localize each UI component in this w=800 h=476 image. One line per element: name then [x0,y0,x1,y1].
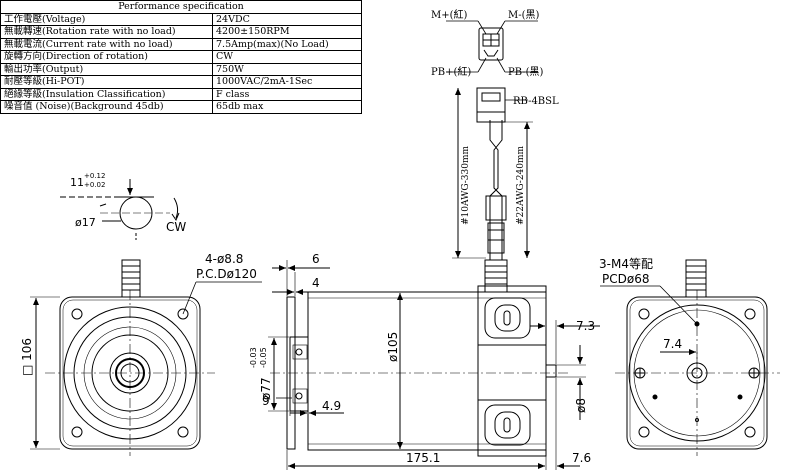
connector-part-label: RB-4BSL [513,96,559,107]
spec-table: Performance specification 工作電壓(Voltage)2… [0,0,362,114]
spec-row: 噪音值 (Noise)(Background 45db)65db max [0,100,362,114]
spec-label: 耐壓等級(Hi-POT) [0,75,213,89]
dim-4: 4 [312,276,320,290]
mount-hole [177,426,189,438]
mount-hole [71,308,83,320]
spec-row: 耐壓等級(Hi-POT)1000VAC/2mA-1Sec [0,75,362,89]
cw-rotation-arrow [173,197,179,219]
m-plus-label: M+(紅) [431,9,468,21]
dim-9: 9 [262,394,270,408]
brush-holder-bottom [484,404,531,446]
shaft-diameter-label: ø17 [75,216,96,229]
spec-label: 無載電流(Current rate with no load) [0,37,213,51]
spec-value: 750W [212,62,362,76]
spec-label: 工作電壓(Voltage) [0,12,213,26]
square-size-label: □ 106 [20,338,34,376]
dim-77-tol-lower: -0.05 [259,347,268,368]
tolerance-upper: +0.12 [84,172,105,180]
spec-value: 7.5Amp(max)(No Load) [212,37,362,51]
spec-row: 輸出功率(Output)750W [0,62,362,76]
spec-label: 無載轉速(Rotation rate with no load) [0,25,213,39]
dim-7-6: 7.6 [572,451,591,465]
side-connector-nub [484,259,508,293]
wire-brake-label: #22AWG-240mm [516,146,526,225]
tolerance-base: 11 [70,176,84,189]
brush-holder-top [484,297,531,339]
thread-label: 3-M4等配 [599,257,653,271]
m-minus-label: M-(黑) [508,9,540,21]
connector-plug [478,27,504,61]
spec-label: 輸出功率(Output) [0,62,213,76]
connector-housing [476,87,506,123]
shaft-detail [60,179,180,240]
rear-pcd-label: PCDø68 [602,272,649,286]
cable-bundle [489,120,503,260]
mount-hole [71,426,83,438]
dim-4-9: 4.9 [322,399,341,413]
dim-175: 175.1 [406,451,440,465]
spec-value: 65db max [212,100,362,114]
dim-77: ø77 [259,377,273,400]
holes-label: 4-ø8.8 [205,252,243,266]
spec-row: 工作電壓(Voltage)24VDC [0,12,362,26]
dim-77-tol-upper: -0.03 [249,347,258,368]
spec-title: Performance specification [0,0,362,14]
mount-hole [177,308,189,320]
side-end-cap [477,285,547,457]
spec-label: 旋轉方向(Direction of rotation) [0,50,213,64]
spec-row: 絕緣等級(Insulation Classification)F class [0,87,362,101]
dim-7-3: 7.3 [576,319,595,333]
pb-minus-label: PB-(黑) [508,66,544,78]
spec-label: 絕緣等級(Insulation Classification) [0,87,213,101]
side-view [268,20,600,470]
rotation-label: CW [166,220,186,234]
spec-row: 旋轉方向(Direction of rotation)CW [0,50,362,64]
pb-plus-label: PB+(紅) [431,66,471,78]
dim-8: ø8 [574,398,588,413]
front-view [30,259,262,456]
spec-value: F class [212,87,362,101]
wire-power-label: #10AWG-330mm [461,146,471,225]
spec-row: 無載電流(Current rate with no load)7.5Amp(ma… [0,37,362,51]
dim-6: 6 [312,252,320,266]
spec-value: 1000VAC/2mA-1Sec [212,75,362,89]
spec-label: 噪音值 (Noise)(Background 45db) [0,100,213,114]
pcd-label: P.C.Dø120 [196,267,257,281]
spec-value: 24VDC [212,12,362,26]
dim-105: ø105 [386,332,400,362]
spec-row: 無載轉速(Rotation rate with no load)4200±150… [0,25,362,39]
dim-7-4: 7.4 [663,337,682,351]
tolerance-lower: +0.02 [84,181,105,189]
spec-value: CW [212,50,362,64]
rear-shaft [545,364,557,378]
rear-view [600,259,780,456]
spec-value: 4200±150RPM [212,25,362,39]
